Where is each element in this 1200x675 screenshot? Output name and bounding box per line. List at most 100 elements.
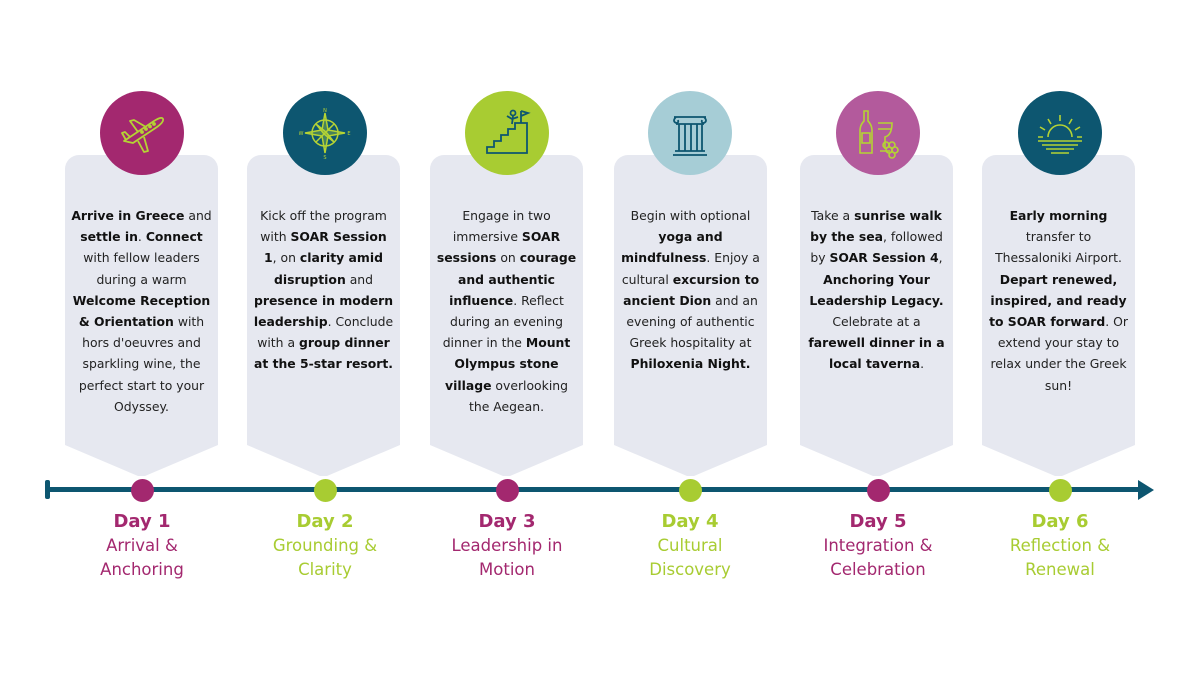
day-theme-line1: Cultural	[657, 536, 723, 555]
highlight-text: yoga and mindfulness	[621, 229, 723, 266]
description-text: .	[137, 229, 146, 245]
day-theme-line2: Renewal	[1025, 560, 1095, 579]
day-card: Early morning transfer to Thessaloniki A…	[982, 155, 1135, 477]
description-text: Celebrate at a	[832, 314, 921, 330]
highlight-text: Depart renewed, inspired, and ready to S…	[989, 271, 1127, 330]
description-text: and	[345, 271, 374, 287]
highlight-text: clarity amid disruption	[273, 250, 383, 287]
stairs-flag-icon	[465, 91, 549, 175]
day-number: Day 2	[296, 511, 354, 532]
description-text: , on	[272, 250, 300, 266]
description-text: transfer to Thessaloniki Airport.	[995, 229, 1122, 266]
compass-e: E	[347, 131, 350, 137]
wine-grapes-icon	[836, 91, 920, 175]
description-text: . Conclude with a	[257, 314, 394, 351]
description-text: .	[920, 356, 925, 372]
day-theme-line2: Anchoring	[100, 560, 184, 579]
highlight-text: SOAR Session 1	[264, 229, 387, 266]
card-pointer	[982, 445, 1135, 476]
day-theme-line2: Clarity	[298, 560, 352, 579]
timeline-marker	[1048, 479, 1072, 502]
card-pointer	[430, 445, 583, 476]
day-description: Kick off the program with SOAR Session 1…	[247, 155, 400, 445]
timeline-line	[47, 487, 1142, 492]
day-description: Engage in two immersive SOAR sessions on…	[430, 155, 583, 445]
description-text: and	[184, 208, 212, 223]
highlight-text: Mount Olympus stone village	[445, 335, 571, 393]
description-text: Engage in two immersive	[452, 208, 551, 245]
day-theme-line1: Grounding &	[272, 536, 378, 555]
timeline-marker	[678, 479, 702, 502]
description-text: on	[496, 250, 520, 266]
day-theme-line1: Arrival &	[106, 536, 178, 555]
day-theme-line1: Leadership in	[451, 536, 563, 555]
card-pointer	[247, 445, 400, 476]
card-pointer	[800, 445, 953, 476]
highlight-text: presence in modern leadership	[253, 292, 394, 330]
day-description: Take a sunrise walk by the sea, followed…	[800, 155, 953, 445]
description-text: Kick off the program with	[260, 208, 387, 245]
greek-column-icon	[648, 91, 732, 175]
timeline-marker	[313, 479, 337, 502]
highlight-text: Philoxenia Night.	[630, 356, 751, 372]
day-description: Early morning transfer to Thessaloniki A…	[982, 155, 1135, 445]
timeline-marker	[866, 479, 890, 502]
description-text: Take a	[811, 208, 855, 223]
day-theme-line1: Integration &	[823, 536, 933, 555]
highlight-text: Connect	[145, 229, 203, 245]
highlight-text: Arrive in Greece	[71, 208, 185, 223]
compass-n: N	[323, 108, 327, 114]
sunrise-icon	[1018, 91, 1102, 175]
day-number: Day 3	[478, 511, 536, 532]
description-text: overlooking the Aegean.	[468, 377, 568, 414]
description-text: , followed by	[810, 229, 943, 266]
description-text: ,	[938, 250, 943, 266]
description-text: . Enjoy a cultural	[621, 250, 760, 287]
timeline-marker	[495, 479, 519, 502]
airplane-icon	[100, 91, 184, 175]
timeline-marker	[130, 479, 154, 502]
compass-w: W	[299, 131, 304, 137]
highlight-text: settle in	[80, 229, 138, 245]
day-card: Arrive in Greece and settle in. Connect …	[65, 155, 218, 477]
highlight-text: SOAR sessions	[436, 229, 561, 266]
day-label: Day 3 Leadership in Motion	[417, 510, 597, 582]
day-number: Day 6	[1031, 511, 1089, 532]
day-theme-line1: Reflection &	[1009, 536, 1111, 555]
day-label: Day 6 Reflection & Renewal	[970, 510, 1150, 582]
day-card: Kick off the program with SOAR Session 1…	[247, 155, 400, 477]
highlight-text: excursion to ancient Dion	[623, 271, 760, 308]
highlight-text: SOAR Session 4	[829, 250, 939, 266]
day-number: Day 4	[661, 511, 719, 532]
card-pointer	[614, 445, 767, 476]
highlight-text: farewell dinner in a local taverna	[808, 335, 945, 372]
highlight-text: Early morning	[1009, 208, 1108, 223]
day-card: Take a sunrise walk by the sea, followed…	[800, 155, 953, 477]
day-theme-line2: Celebration	[830, 560, 926, 579]
highlight-text: courage and authentic influence	[449, 250, 577, 308]
description-text: with hors d'oeuvres and sparkling wine, …	[78, 314, 205, 414]
day-label: Day 5 Integration & Celebration	[788, 510, 968, 582]
description-text: with fellow leaders during a warm	[83, 250, 200, 287]
day-description: Begin with optional yoga and mindfulness…	[614, 155, 767, 445]
day-theme-line2: Motion	[479, 560, 535, 579]
card-pointer	[65, 445, 218, 476]
day-card: Engage in two immersive SOAR sessions on…	[430, 155, 583, 477]
highlight-text: group dinner at the 5-star resort.	[253, 335, 394, 372]
highlight-text: Welcome Reception & Orientation	[72, 292, 211, 330]
compass-icon: N E S W	[283, 91, 367, 175]
description-text: and an evening of authentic Greek hospit…	[626, 292, 758, 351]
highlight-text: sunrise walk by the sea	[810, 208, 942, 245]
timeline-arrow-icon	[1138, 480, 1154, 500]
description-text: . Or extend your stay to relax under the…	[990, 314, 1128, 393]
highlight-text: Anchoring Your Leadership Legacy.	[809, 271, 944, 308]
day-theme-line2: Discovery	[649, 560, 731, 579]
day-number: Day 5	[849, 511, 907, 532]
day-card: Begin with optional yoga and mindfulness…	[614, 155, 767, 477]
description-text: . Reflect during an evening dinner in th…	[442, 292, 564, 351]
compass-s: S	[323, 155, 326, 159]
day-description: Arrive in Greece and settle in. Connect …	[65, 155, 218, 445]
